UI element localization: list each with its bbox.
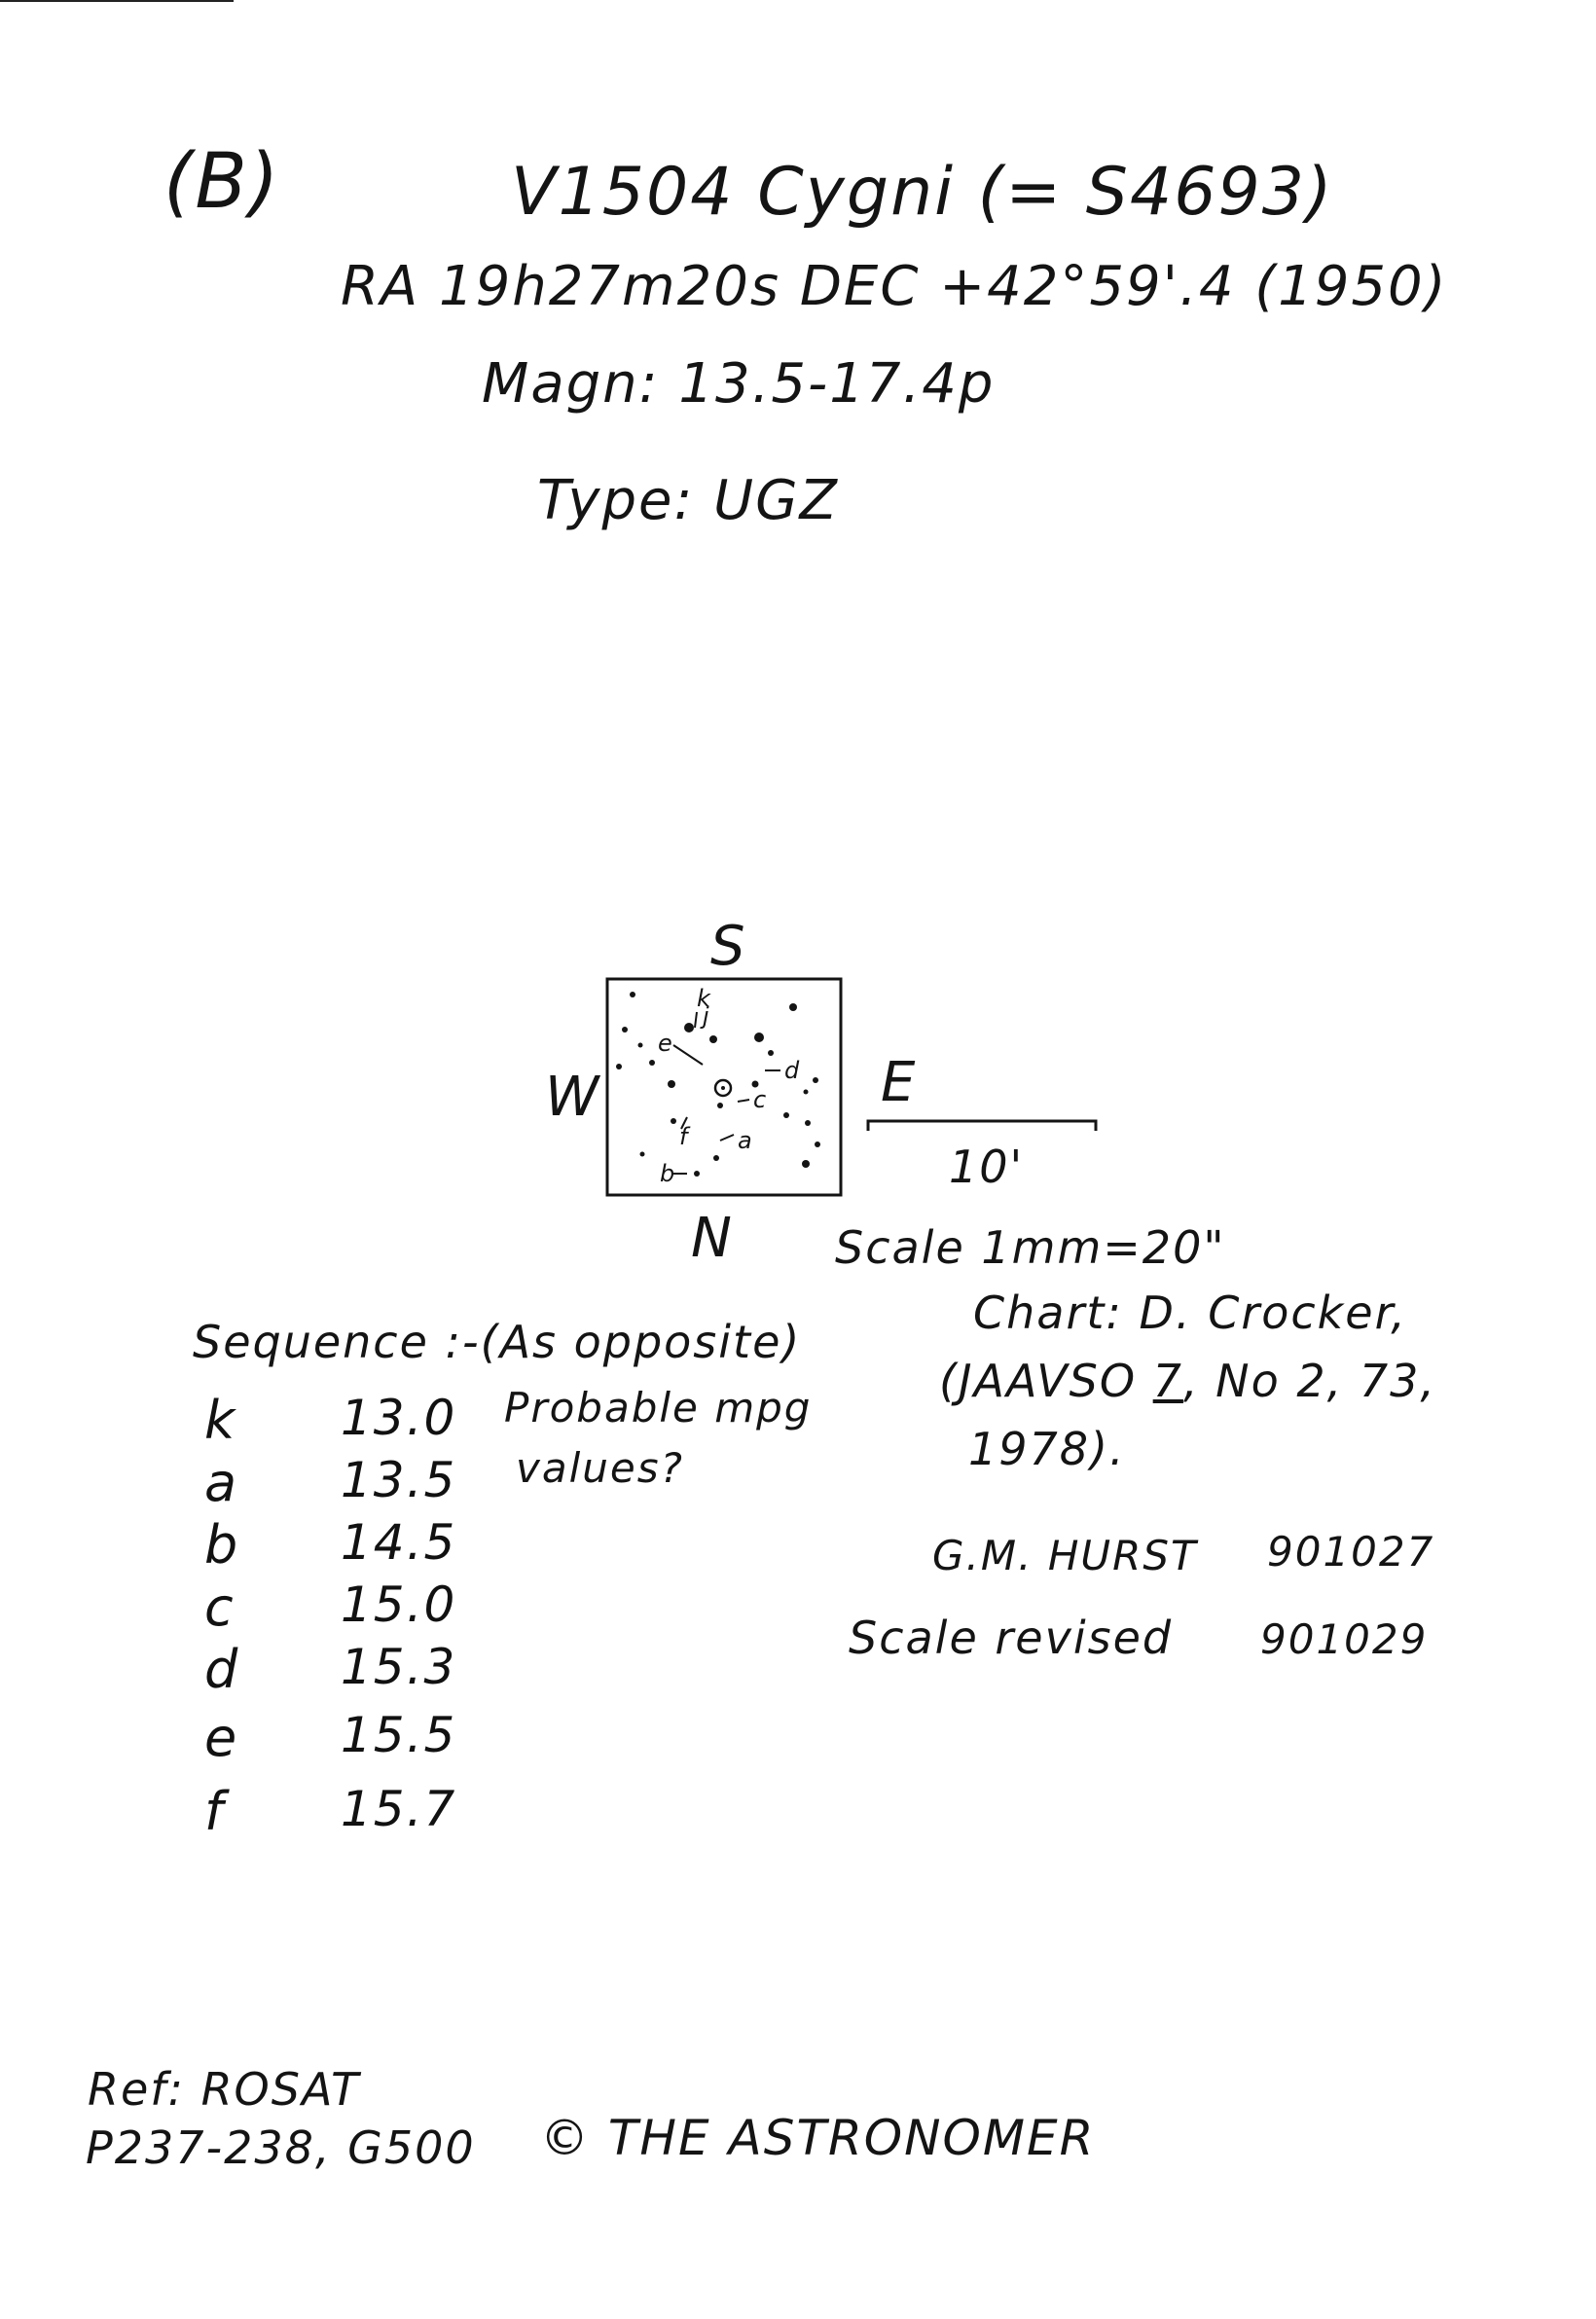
- page-edge-mark: [0, 0, 234, 2]
- sequence-row: d 15.3: [204, 1639, 613, 1700]
- star-label-k: k: [697, 985, 711, 1012]
- field-stars: [616, 992, 820, 1177]
- field-star: [805, 1120, 811, 1126]
- field-star: [789, 1003, 797, 1011]
- field-star: [616, 1064, 622, 1069]
- sequence-letter: k: [204, 1390, 236, 1451]
- scale-bar-label: 10': [949, 1141, 1025, 1193]
- chart-credit-line1: Chart: D. Crocker,: [973, 1286, 1407, 1339]
- comparison-labels: k j e d c f a b: [658, 985, 800, 1187]
- copyright-notice: © THE ASTRONOMER: [540, 2110, 1096, 2166]
- field-star: [751, 1080, 759, 1088]
- star-label-b: b: [660, 1160, 674, 1187]
- leader-a: [719, 1134, 735, 1141]
- field-star: [671, 1118, 676, 1124]
- field-star: [694, 1171, 700, 1177]
- star-label-c: c: [753, 1086, 766, 1113]
- section-label: (B): [163, 138, 281, 226]
- sequence-row: a 13.5: [204, 1452, 613, 1513]
- leader-c: [737, 1099, 750, 1103]
- sequence-magnitude: 13.0: [341, 1390, 457, 1446]
- star-label-d: d: [784, 1057, 800, 1084]
- chart-credit-line2: (JAAVSO 7, No 2, 73,: [939, 1355, 1436, 1407]
- sequence-magnitude: 15.0: [341, 1576, 457, 1633]
- field-star: [783, 1112, 789, 1118]
- field-star: [639, 1151, 645, 1157]
- comparison-leaders: [671, 1011, 780, 1175]
- chart-credit-issue: , No 2, 73,: [1182, 1355, 1437, 1407]
- sequence-title: Sequence :-(As opposite): [193, 1316, 802, 1368]
- sequence-list: k 13.0 a 13.5 b 14.5 c 15.0 d 15.3 e 15.…: [204, 1390, 613, 1847]
- observer-date: 901027: [1267, 1528, 1435, 1576]
- sequence-letter: e: [204, 1707, 237, 1768]
- sequence-row: e 15.5: [204, 1707, 613, 1768]
- sequence-row: b 14.5: [204, 1514, 613, 1576]
- sequence-row: k 13.0: [204, 1390, 613, 1451]
- leader-e: [672, 1044, 704, 1066]
- field-star: [802, 1160, 810, 1168]
- star-name: V1504 Cygni (= S4693): [511, 154, 1334, 231]
- variable-star-dot: [721, 1086, 725, 1090]
- chart-credit-volume: 7: [1152, 1355, 1183, 1407]
- scale-revised-date: 901029: [1260, 1615, 1429, 1663]
- field-star: [803, 1089, 809, 1095]
- sequence-magnitude: 14.5: [341, 1514, 457, 1571]
- field-star: [709, 1035, 717, 1043]
- field-star: [622, 1027, 628, 1033]
- reference-line2: P237-238, G500: [86, 2121, 476, 2174]
- field-star: [815, 1141, 820, 1147]
- chart-bottom-direction: N: [691, 1207, 732, 1270]
- chart-credit-journal: (JAAVSO: [939, 1355, 1153, 1407]
- sequence-letter: d: [204, 1639, 238, 1700]
- leader-f: [680, 1116, 688, 1130]
- field-star: [754, 1033, 764, 1042]
- sequence-magnitude: 15.7: [341, 1781, 457, 1837]
- chart-east-direction: E: [881, 1051, 916, 1114]
- field-star: [768, 1050, 774, 1056]
- sequence-note-line1: Probable mpg: [504, 1384, 813, 1431]
- sequence-letter: b: [204, 1514, 238, 1576]
- field-star: [649, 1060, 655, 1066]
- star-label-j: j: [700, 1002, 709, 1030]
- magnitude-range: Magn: 13.5-17.4p: [482, 352, 996, 416]
- chart-frame: [605, 977, 843, 1197]
- star-label-f: f: [679, 1123, 691, 1150]
- chart-top-direction: S: [710, 915, 745, 978]
- field-star: [668, 1080, 675, 1088]
- scale-note: Scale 1mm=20": [835, 1221, 1226, 1274]
- sequence-magnitude: 15.5: [341, 1707, 457, 1763]
- sequence-letter: a: [204, 1452, 237, 1513]
- field-star: [717, 1103, 723, 1108]
- leader-k: [694, 1011, 698, 1029]
- sequence-note-line2: values?: [516, 1444, 684, 1492]
- scale-revised: Scale revised: [849, 1612, 1174, 1664]
- field-star: [813, 1077, 818, 1083]
- observer-name: G.M. HURST: [932, 1532, 1198, 1579]
- sequence-magnitude: 13.5: [341, 1452, 457, 1508]
- field-star: [684, 1023, 694, 1033]
- chart-credit-year: 1978).: [968, 1423, 1126, 1475]
- sequence-row: f 15.7: [204, 1781, 613, 1842]
- sequence-row: c 15.0: [204, 1576, 613, 1638]
- star-field: k j e d c f a b: [605, 977, 1098, 1197]
- coordinates: RA 19h27m20s DEC +42°59'.4 (1950): [341, 255, 1448, 318]
- star-label-a: a: [738, 1127, 752, 1154]
- finder-chart: S W E N: [526, 915, 1129, 1285]
- field-star: [630, 992, 635, 997]
- sequence-letter: c: [204, 1576, 234, 1638]
- sequence-letter: f: [204, 1781, 224, 1842]
- variable-type: Type: UGZ: [537, 469, 839, 532]
- variable-star-marker: [713, 1078, 733, 1098]
- field-star: [637, 1042, 643, 1048]
- chart-west-direction: W: [545, 1066, 599, 1129]
- reference-line1: Ref: ROSAT: [88, 2063, 361, 2116]
- star-label-e: e: [658, 1030, 672, 1057]
- field-star: [713, 1155, 719, 1161]
- scale-bar: [866, 1119, 1098, 1131]
- sequence-magnitude: 15.3: [341, 1639, 457, 1695]
